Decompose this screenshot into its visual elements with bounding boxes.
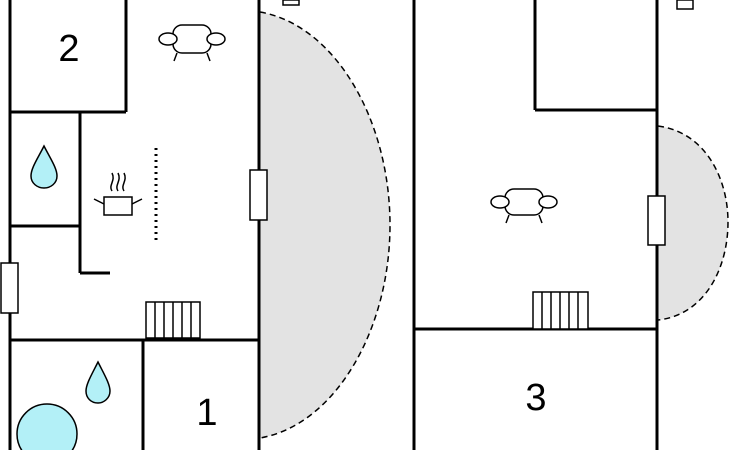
window-icon <box>0 262 19 314</box>
sofa-icon <box>490 188 558 224</box>
room-3-label: 3 <box>525 377 546 419</box>
room-2-label: 2 <box>58 28 79 70</box>
terrace-right <box>658 126 728 320</box>
stairs-icon <box>532 291 589 330</box>
bathtub-icon <box>16 403 78 450</box>
window-icon <box>282 0 300 6</box>
sofa-icon <box>158 24 226 62</box>
bathroom-drop-icon <box>85 360 111 404</box>
terrace-right-outline <box>657 125 729 321</box>
window-icon <box>647 195 666 246</box>
terrace-left <box>260 12 390 438</box>
stairs-icon <box>145 301 201 339</box>
room-1-label: 1 <box>196 392 217 434</box>
bathroom-drop-icon <box>30 144 58 189</box>
window-icon <box>676 0 694 10</box>
kitchen-pot-icon <box>93 172 143 216</box>
terrace-left-outline <box>259 11 391 439</box>
window-icon <box>249 169 268 221</box>
left-unit-walls <box>8 0 261 450</box>
